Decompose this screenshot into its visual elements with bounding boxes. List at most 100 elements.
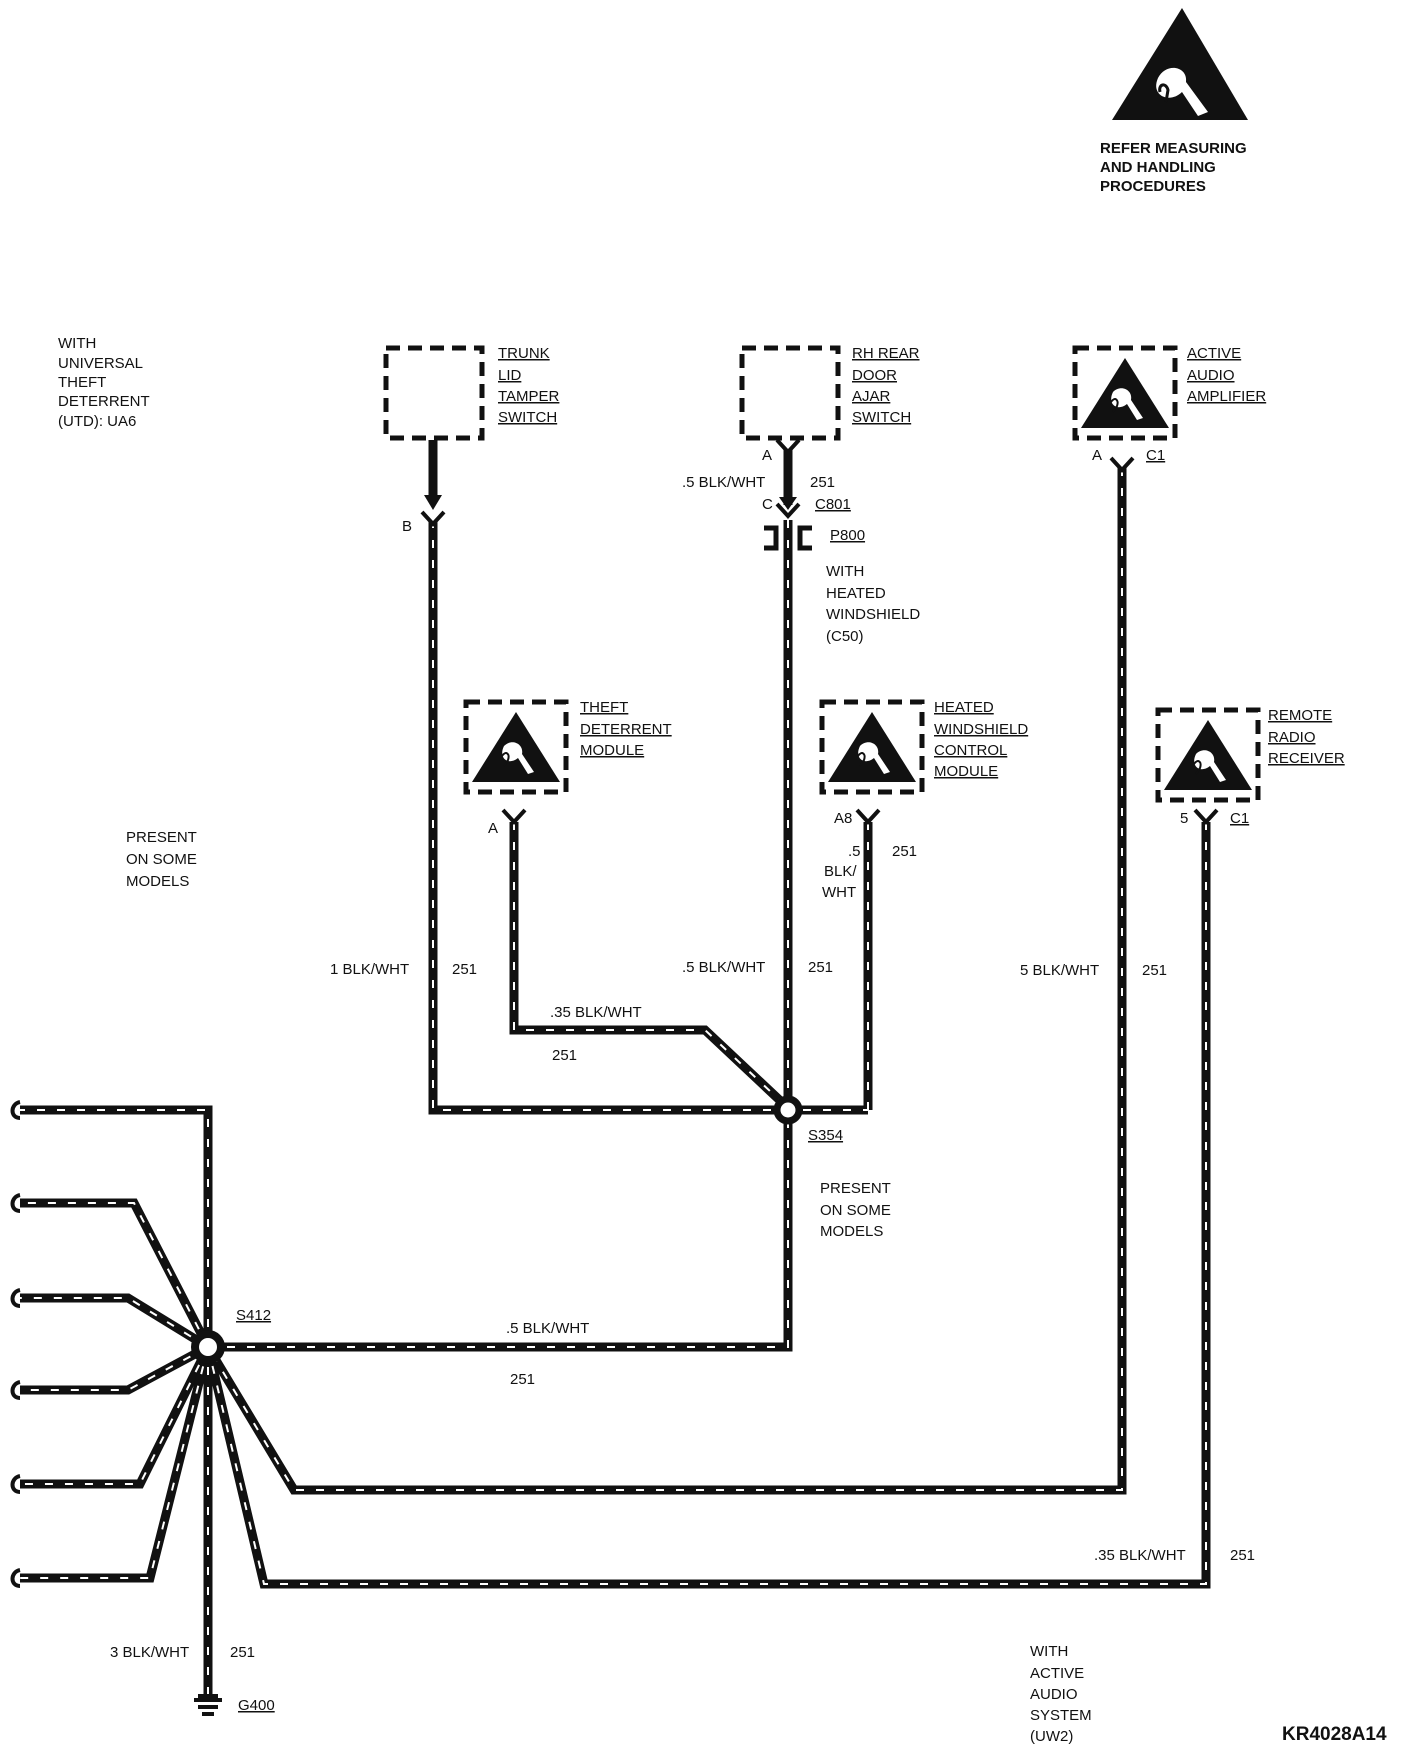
svg-text:THEFT: THEFT — [580, 699, 628, 716]
s412-label: S412 — [236, 1307, 271, 1324]
theft-module-label: THEFT DETERRENT MODULE — [580, 699, 672, 759]
heated-module-label: HEATED WINDSHIELD CONTROL MODULE — [934, 699, 1028, 780]
svg-text:RECEIVER: RECEIVER — [1268, 750, 1345, 767]
svg-text:MODULE: MODULE — [580, 742, 644, 759]
heated-pin-a8: A8 — [834, 810, 852, 827]
svg-text:UNIVERSAL: UNIVERSAL — [58, 355, 143, 372]
amp-wire-circuit: 251 — [1142, 962, 1167, 979]
svg-text:WITH: WITH — [58, 335, 96, 352]
door-wire-label: .5 BLK/WHT — [682, 959, 765, 976]
svg-text:HEATED: HEATED — [826, 585, 886, 602]
wire-end-curls — [10, 1100, 21, 1588]
svg-text:AMPLIFIER: AMPLIFIER — [1187, 388, 1266, 405]
svg-text:(C50): (C50) — [826, 628, 864, 645]
svg-text:CONTROL: CONTROL — [934, 742, 1007, 759]
svg-text:MODELS: MODELS — [126, 873, 189, 890]
amp-pin-connector — [1109, 456, 1135, 473]
s412-wire-label: .5 BLK/WHT — [506, 1320, 589, 1337]
receiver-pin-connector — [1193, 808, 1219, 825]
diagram-code: KR4028A14 — [1282, 1724, 1387, 1745]
svg-text:BLK/: BLK/ — [824, 863, 857, 880]
svg-text:ACTIVE: ACTIVE — [1030, 1665, 1084, 1682]
svg-text:MODULE: MODULE — [934, 763, 998, 780]
svg-text:DOOR: DOOR — [852, 367, 897, 384]
heated-windshield-note: WITH HEATED WINDSHIELD (C50) — [826, 563, 920, 645]
warning-line-2: AND HANDLING — [1100, 159, 1216, 176]
svg-text:RH REAR: RH REAR — [852, 345, 920, 362]
svg-text:LID: LID — [498, 367, 522, 384]
svg-text:PRESENT: PRESENT — [820, 1180, 891, 1197]
door-pin-a: A — [762, 447, 772, 464]
s412-splice — [191, 1330, 225, 1364]
svg-text:AUDIO: AUDIO — [1187, 367, 1235, 384]
svg-text:TAMPER: TAMPER — [498, 388, 560, 405]
trunk-lid-tamper-switch — [383, 345, 485, 441]
svg-text:WITH: WITH — [826, 563, 864, 580]
amp-pin-a: A — [1092, 447, 1102, 464]
present-note-center: PRESENT ON SOME MODELS — [820, 1180, 891, 1240]
door-pin-a-connector — [775, 438, 801, 455]
svg-text:(UW2): (UW2) — [1030, 1728, 1073, 1745]
active-audio-note: WITH ACTIVE AUDIO SYSTEM (UW2) — [1030, 1643, 1092, 1745]
svg-text:AUDIO: AUDIO — [1030, 1686, 1078, 1703]
amplifier-label: ACTIVE AUDIO AMPLIFIER — [1187, 345, 1266, 405]
door-top-wire-label: .5 BLK/WHT — [682, 474, 765, 491]
receiver-pin-5: 5 — [1180, 810, 1188, 827]
trunk-switch-label: TRUNK LID TAMPER SWITCH — [498, 345, 560, 426]
svg-text:WITH: WITH — [1030, 1643, 1068, 1660]
door-top-circuit: 251 — [810, 474, 835, 491]
p800-connector — [764, 525, 812, 551]
wiring — [20, 440, 1211, 1695]
rh-rear-door-ajar-switch — [739, 345, 841, 441]
warning-line-1: REFER MEASURING — [1100, 140, 1247, 157]
heated-wire-label: .5 BLK/ WHT — [822, 843, 861, 901]
svg-text:SYSTEM: SYSTEM — [1030, 1707, 1092, 1724]
receiver-wire-circuit: 251 — [1230, 1547, 1255, 1564]
s354-label: S354 — [808, 1127, 843, 1144]
svg-text:THEFT: THEFT — [58, 374, 106, 391]
s354-splice — [773, 1095, 803, 1125]
svg-text:WINDSHIELD: WINDSHIELD — [826, 606, 920, 623]
trunk-arrow-icon — [424, 495, 442, 510]
door-pin-c: C — [762, 496, 773, 513]
door-wire-circuit: 251 — [808, 959, 833, 976]
svg-text:ACTIVE: ACTIVE — [1187, 345, 1241, 362]
theft-wire-circuit: 251 — [552, 1047, 577, 1064]
g400-label: G400 — [238, 1697, 275, 1714]
trunk-wire-circuit: 251 — [452, 961, 477, 978]
svg-text:DETERRENT: DETERRENT — [580, 721, 672, 738]
utd-note: WITH UNIVERSAL THEFT DETERRENT (UTD): UA… — [58, 335, 150, 430]
svg-text:MODELS: MODELS — [820, 1223, 883, 1240]
svg-text:(UTD): UA6: (UTD): UA6 — [58, 413, 136, 430]
receiver-pin-c1: C1 — [1230, 810, 1249, 827]
ground-wire-label: 3 BLK/WHT — [110, 1644, 189, 1661]
c801-connector — [775, 502, 801, 519]
svg-text:SWITCH: SWITCH — [498, 409, 557, 426]
theft-pin-a: A — [488, 820, 498, 837]
receiver-label: REMOTE RADIO RECEIVER — [1268, 707, 1345, 767]
svg-text:.5: .5 — [848, 843, 861, 860]
warning-line-3: PROCEDURES — [1100, 178, 1206, 195]
svg-text:SWITCH: SWITCH — [852, 409, 911, 426]
c801-label: C801 — [815, 496, 851, 513]
svg-text:TRUNK: TRUNK — [498, 345, 550, 362]
door-switch-label: RH REAR DOOR AJAR SWITCH — [852, 345, 920, 426]
present-note-left: PRESENT ON SOME MODELS — [126, 829, 197, 890]
amp-wire-label: 5 BLK/WHT — [1020, 962, 1099, 979]
svg-text:ON SOME: ON SOME — [820, 1202, 891, 1219]
receiver-wire-label: .35 BLK/WHT — [1094, 1547, 1186, 1564]
trunk-wire-label: 1 BLK/WHT — [330, 961, 409, 978]
heated-pin-connector — [855, 808, 881, 825]
p800-label: P800 — [830, 527, 865, 544]
svg-text:RADIO: RADIO — [1268, 729, 1316, 746]
svg-text:REMOTE: REMOTE — [1268, 707, 1332, 724]
svg-text:ON SOME: ON SOME — [126, 851, 197, 868]
theft-pin-connector — [501, 808, 527, 825]
svg-text:AJAR: AJAR — [852, 388, 891, 405]
svg-text:PRESENT: PRESENT — [126, 829, 197, 846]
svg-text:WHT: WHT — [822, 884, 856, 901]
theft-wire-label: .35 BLK/WHT — [550, 1004, 642, 1021]
svg-text:HEATED: HEATED — [934, 699, 994, 716]
heated-wire-circuit: 251 — [892, 843, 917, 860]
